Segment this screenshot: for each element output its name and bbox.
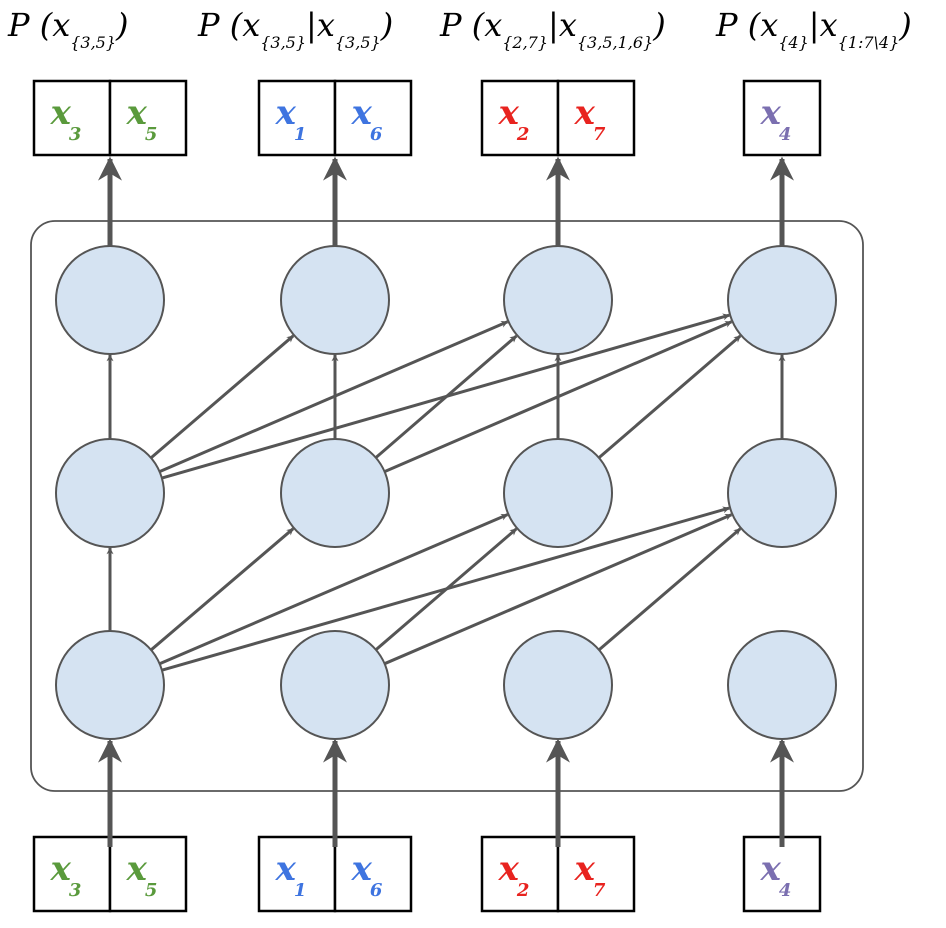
- edge-0-0-to-1-1: [150, 527, 295, 652]
- input-cell-box: [257, 835, 337, 913]
- input-cell-box: [556, 835, 636, 913]
- formula-1: P (x{3,5}|x{3,5}): [197, 6, 393, 52]
- input-cell-box: [108, 835, 188, 913]
- edge-1-0-to-2-1: [150, 334, 295, 459]
- hidden-node-2-1: [280, 245, 390, 355]
- hidden-node-2-2: [503, 245, 613, 355]
- output-cell-box: [32, 79, 112, 157]
- hidden-node-0-3: [727, 630, 837, 740]
- edge-1-1-to-2-2: [374, 334, 518, 459]
- edge-0-1-to-1-3: [384, 513, 733, 666]
- output-cell-box: [742, 79, 822, 157]
- hidden-node-1-3: [727, 438, 837, 548]
- output-cell-box: [480, 79, 560, 157]
- hidden-node-2-0: [55, 245, 165, 355]
- hidden-node-0-0: [55, 630, 165, 740]
- input-cell-box: [333, 835, 413, 913]
- output-cell-box: [108, 79, 188, 157]
- edge-0-0-to-1-2: [159, 513, 509, 666]
- hidden-node-2-3: [727, 245, 837, 355]
- hidden-node-1-0: [55, 438, 165, 548]
- output-cell-box: [333, 79, 413, 157]
- formula-2: P (x{2,7}|x{3,5,1,6}): [439, 6, 666, 52]
- edge-0-1-to-1-2: [374, 527, 518, 651]
- input-cell-box: [480, 835, 560, 913]
- hidden-node-0-1: [280, 630, 390, 740]
- hidden-node-0-2: [503, 630, 613, 740]
- input-cell-box: [742, 835, 822, 913]
- hidden-node-1-1: [280, 438, 390, 548]
- edge-1-2-to-2-3: [597, 334, 742, 459]
- formula-3: P (x{4}|x{1:7\4}): [715, 6, 912, 52]
- hidden-node-1-2: [503, 438, 613, 548]
- formula-0: P (x{3,5}): [7, 6, 129, 52]
- output-cell-box: [556, 79, 636, 157]
- edge-0-2-to-1-3: [598, 527, 742, 651]
